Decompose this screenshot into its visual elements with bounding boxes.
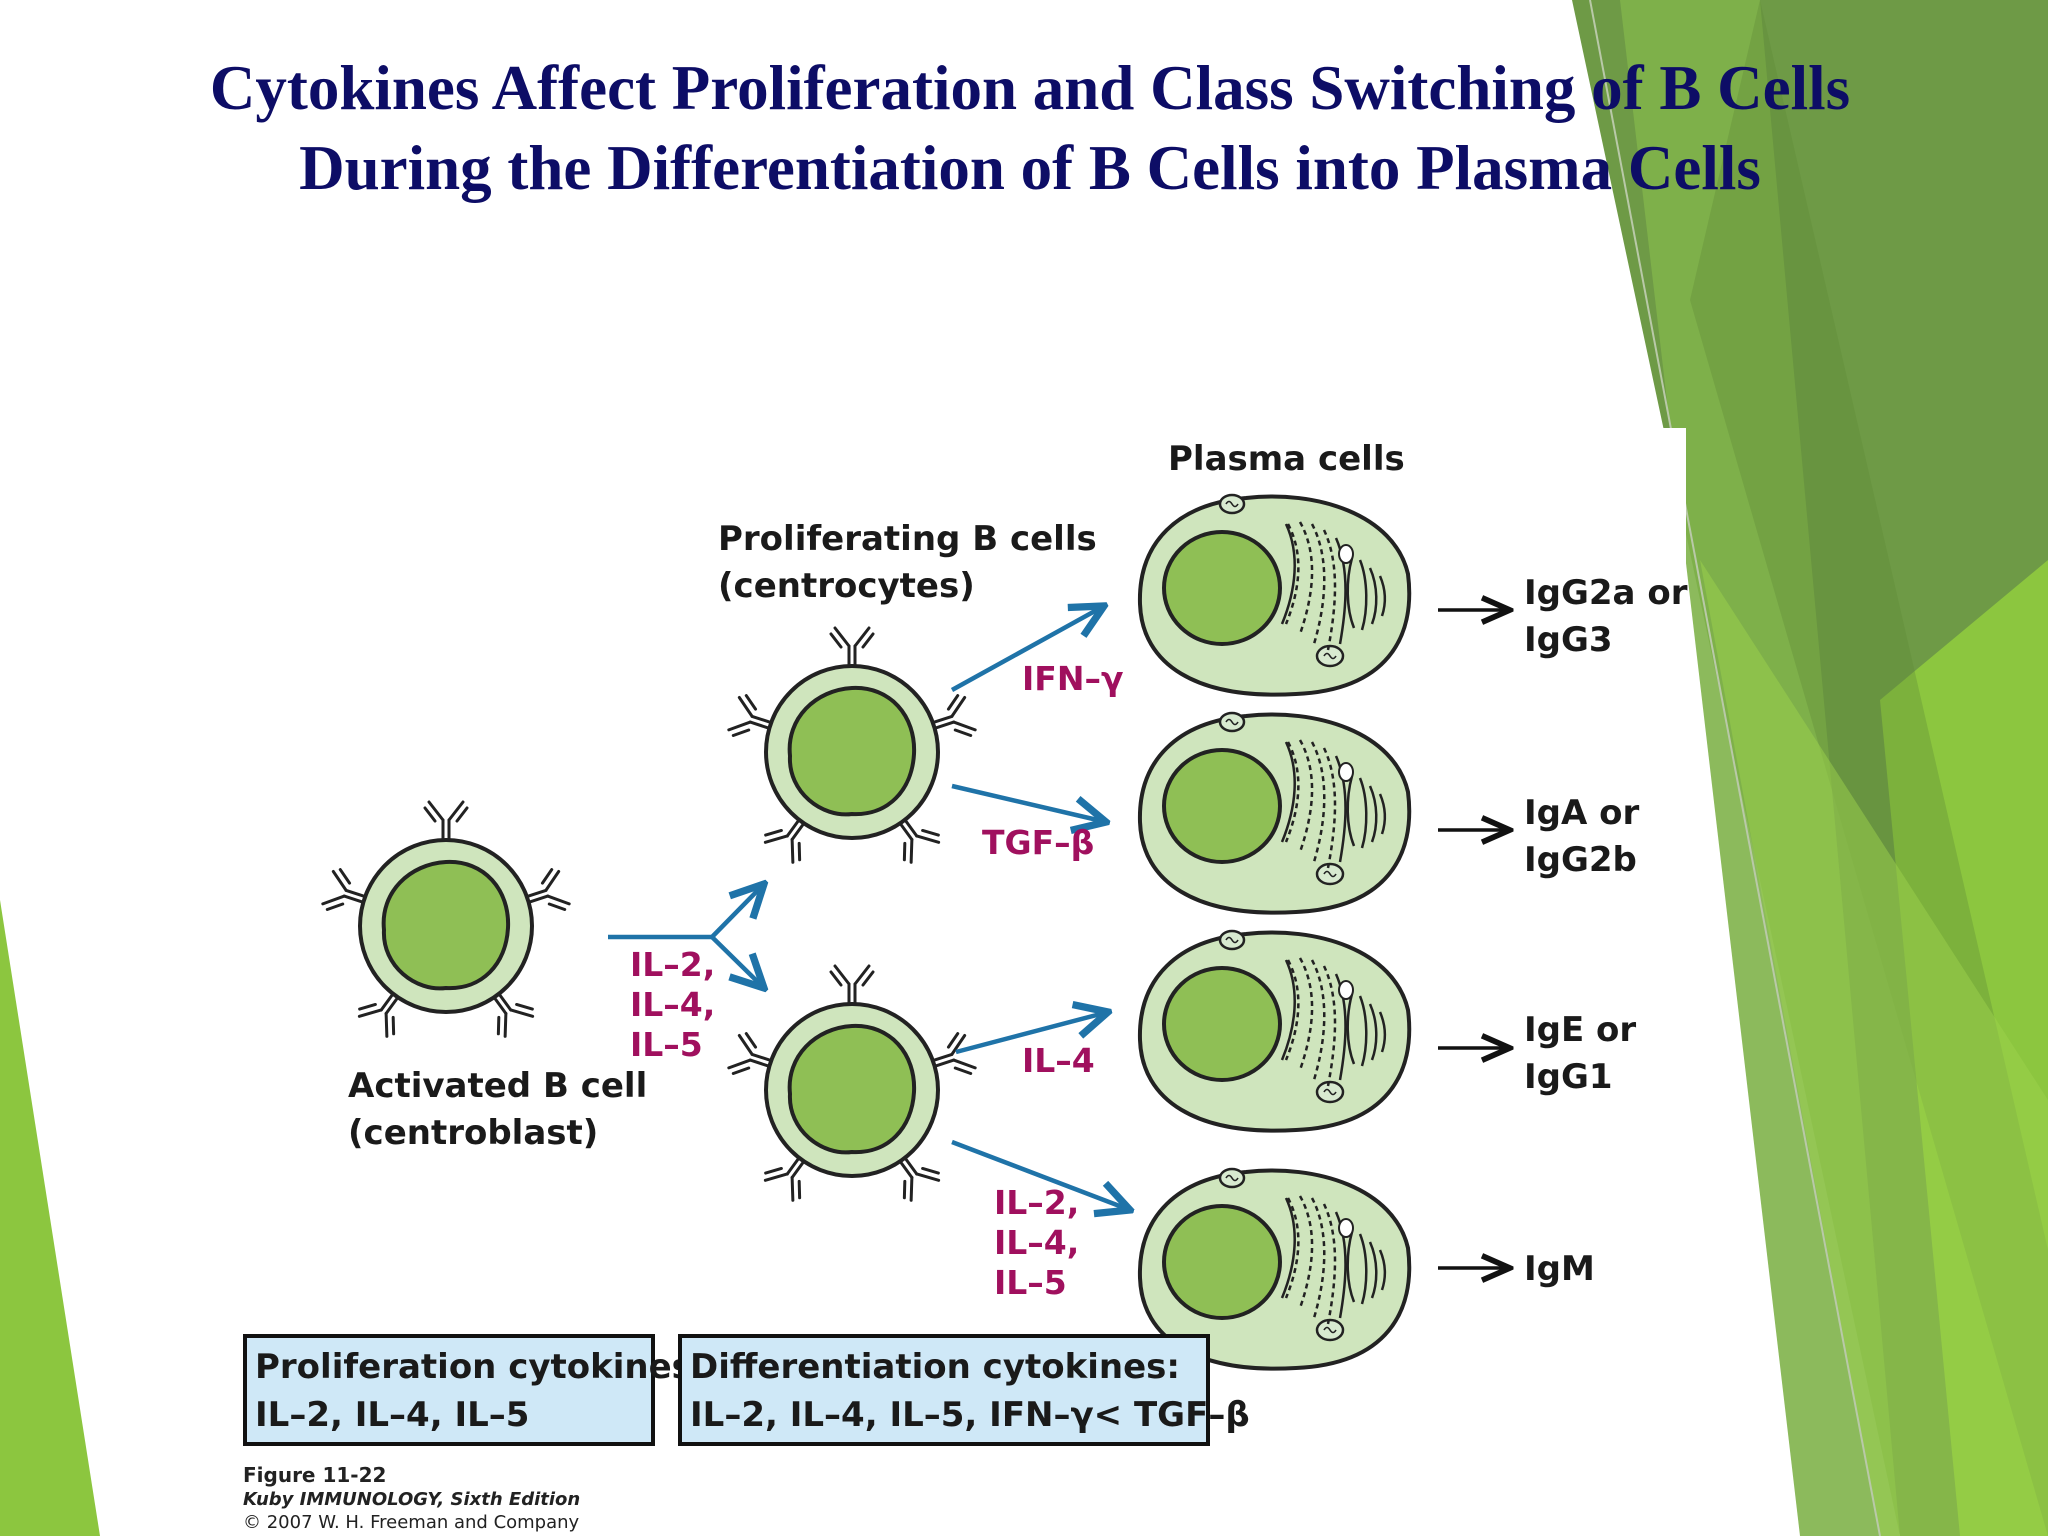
branch-4-cytokine-3: IL–5 (994, 1263, 1067, 1302)
legend-differentiation-title: Differentiation cytokines: (690, 1347, 1180, 1387)
output-1-line-2: IgG3 (1524, 620, 1613, 660)
activated-cell-label-2: (centroblast) (348, 1113, 598, 1153)
activated-cell-label-1: Activated B cell (348, 1066, 647, 1106)
plasma-cells-heading: Plasma cells (1168, 439, 1405, 479)
first-cytokine-3: IL–5 (630, 1025, 703, 1064)
branch-2-cytokine: TGF–β (982, 823, 1094, 862)
legend-proliferation-items: IL–2, IL–4, IL–5 (255, 1395, 529, 1435)
plasma-cell-3 (1137, 929, 1412, 1133)
output-3-line-2: IgG1 (1524, 1057, 1613, 1097)
arrow-branch-3 (955, 1012, 1108, 1055)
proliferating-label-1: Proliferating B cells (718, 519, 1097, 559)
output-1-line-1: IgG2a or (1524, 573, 1688, 613)
figure-copyright: © 2007 W. H. Freeman and Company (243, 1512, 580, 1533)
output-2-line-2: IgG2b (1524, 840, 1637, 880)
legend-differentiation-items: IL–2, IL–4, IL–5, IFN–γ< TGF–β (690, 1395, 1250, 1435)
figure-book: Kuby IMMUNOLOGY, Sixth Edition (243, 1489, 580, 1510)
legend-proliferation-title: Proliferation cytokines: (255, 1347, 706, 1387)
output-3-line-1: IgE or (1524, 1010, 1636, 1050)
legend-differentiation: Differentiation cytokines: IL–2, IL–4, I… (678, 1334, 1250, 1446)
output-2-line-1: IgA or (1524, 793, 1639, 833)
slide-title: Cytokines Affect Proliferation and Class… (0, 48, 2048, 208)
green-decoration-left (0, 900, 100, 1536)
slide-title-line-1: Cytokines Affect Proliferation and Class… (209, 53, 1851, 123)
branch-4-cytokine-1: IL–2, (994, 1183, 1079, 1222)
arrow-branch-1 (950, 606, 1104, 692)
plasma-cell-1 (1137, 493, 1412, 697)
branch-4-cytokine-2: IL–4, (994, 1223, 1079, 1262)
plasma-cell-2 (1137, 711, 1412, 915)
legend-proliferation: Proliferation cytokines: IL–2, IL–4, IL–… (243, 1334, 706, 1446)
arrow-branch-4 (951, 1139, 1130, 1210)
proliferating-label-2: (centrocytes) (718, 566, 975, 606)
split-arrow (608, 884, 764, 988)
first-cytokine-1: IL–2, (630, 945, 715, 984)
branch-1-cytokine: IFN–γ (1022, 659, 1123, 698)
green-decoration-right (1572, 0, 2048, 1537)
arrow-branch-2 (951, 783, 1106, 822)
branch-3-cytokine: IL–4 (1022, 1041, 1095, 1080)
slide-title-line-2: During the Differentiation of B Cells in… (299, 133, 1761, 203)
figure-number: Figure 11-22 (243, 1463, 386, 1487)
first-cytokine-2: IL–4, (630, 985, 715, 1024)
output-4-line-1: IgM (1524, 1249, 1595, 1289)
